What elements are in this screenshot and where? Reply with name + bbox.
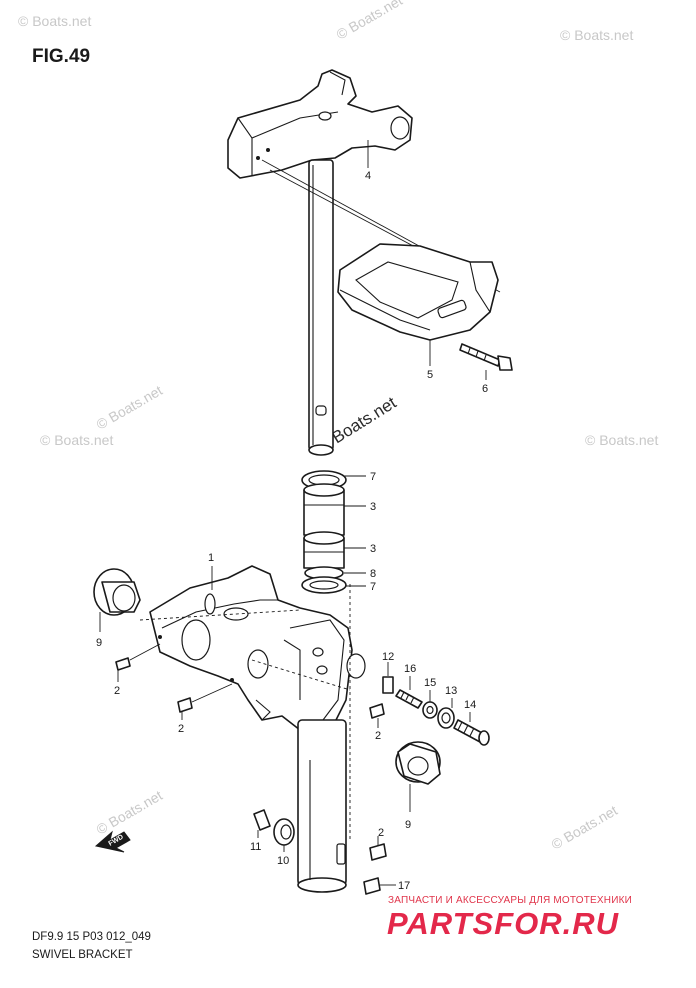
watermark: © Boats.net <box>94 382 166 433</box>
watermark: © Boats.net <box>40 432 113 448</box>
swivel-tube <box>297 719 347 893</box>
watermark: © Boats.net <box>560 27 633 43</box>
callout-14: 14 <box>464 699 476 711</box>
part-stack-bushings <box>301 470 347 594</box>
callout-15: 15 <box>424 677 436 689</box>
part-13-nut <box>437 707 455 729</box>
part-5-handle-bracket <box>337 243 499 341</box>
part-12-clip <box>382 676 394 694</box>
callout-16: 16 <box>404 663 416 675</box>
callout-7-top: 7 <box>370 471 376 483</box>
watermark: © Boats.net <box>334 0 406 43</box>
watermark: © Boats.net <box>18 13 91 29</box>
part-2-screw <box>115 657 387 861</box>
callout-11: 11 <box>250 841 261 853</box>
brand-subtitle: ЗАПЧАСТИ И АКСЕССУАРЫ ДЛЯ МОТОТЕХНИКИ <box>388 895 632 906</box>
callout-4: 4 <box>365 170 371 182</box>
section-name: SWIVEL BRACKET <box>32 949 133 961</box>
part-10-collar <box>273 818 295 846</box>
callout-6: 6 <box>482 383 488 395</box>
part-11-bolt <box>253 809 271 831</box>
part-6-bolt <box>459 343 513 371</box>
leader-lines <box>99 140 487 886</box>
callout-1: 1 <box>208 552 214 564</box>
callout-numbers: 4 5 6 7 3 3 8 7 1 9 2 2 2 12 16 15 13 14… <box>96 170 488 892</box>
callout-3-lower: 3 <box>370 543 376 555</box>
part-17-screw <box>363 877 381 895</box>
brand-logo: PARTSFOR.RU <box>387 906 620 941</box>
callout-2-left: 2 <box>114 685 120 697</box>
callout-12: 12 <box>382 651 394 663</box>
part-9-bushing-right <box>395 741 441 785</box>
part-9-bushing-left <box>93 568 141 616</box>
part-4-steering-arm <box>227 69 413 456</box>
part-14-screw <box>453 719 490 746</box>
callout-13: 13 <box>445 685 457 697</box>
callout-7-bottom: 7 <box>370 581 376 593</box>
callout-10: 10 <box>277 855 289 867</box>
callout-9-right: 9 <box>405 819 411 831</box>
callout-3-upper: 3 <box>370 501 376 513</box>
callout-2-mid: 2 <box>178 723 184 735</box>
diagram-code: DF9.9 15 P03 012_049 <box>32 931 151 943</box>
callout-5: 5 <box>427 369 433 381</box>
watermark: © Boats.net <box>94 787 166 838</box>
callout-8: 8 <box>370 568 376 580</box>
callout-17: 17 <box>398 880 410 892</box>
part-15-washer <box>422 701 438 719</box>
watermark: © Boats.net <box>585 432 658 448</box>
callout-9-left: 9 <box>96 637 102 649</box>
part-16-spring <box>395 689 423 709</box>
watermark: © Boats.net <box>549 802 621 853</box>
callout-2-bottom: 2 <box>378 827 384 839</box>
figure-title: FIG.49 <box>32 46 90 67</box>
callout-2-right: 2 <box>375 730 381 742</box>
